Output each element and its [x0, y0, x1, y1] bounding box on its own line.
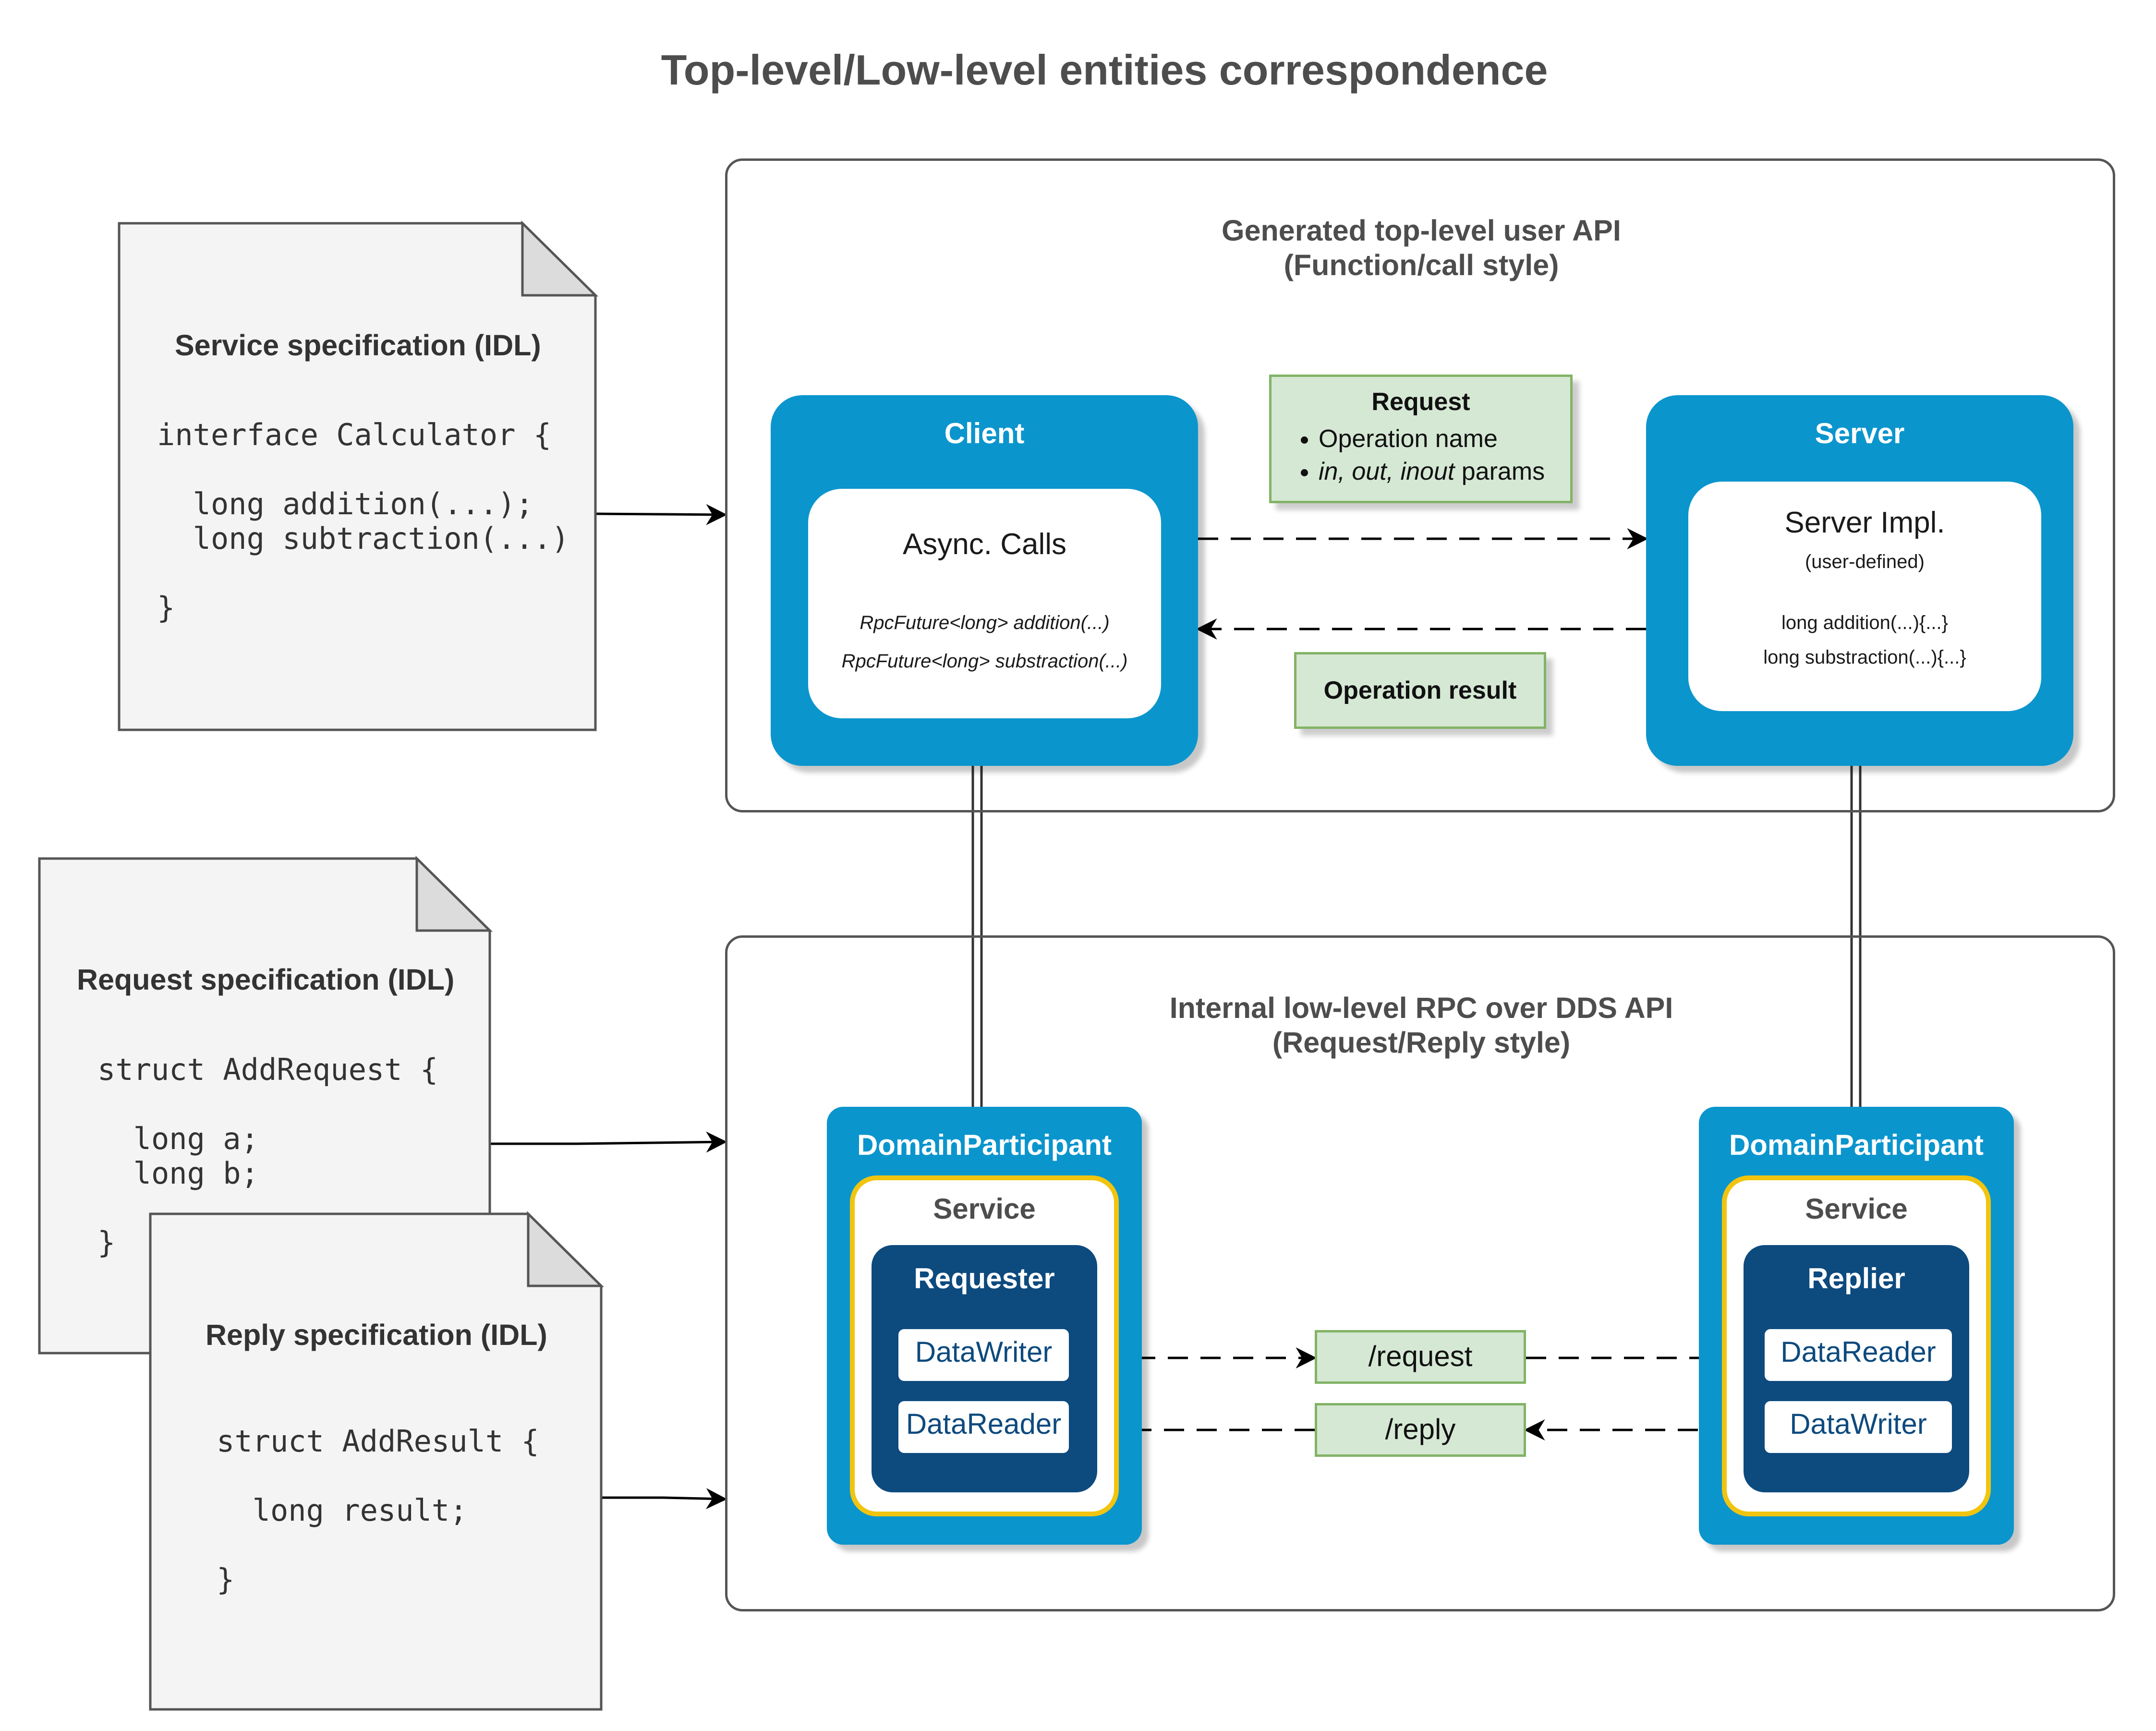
request-note-list: Operation name in, out, inout params: [1272, 423, 1570, 488]
left-participant-title: DomainParticipant: [857, 1129, 1112, 1161]
service-spec-arrow: [595, 504, 727, 525]
reply-spec-arrow: [601, 1488, 727, 1510]
server-title: Server: [1815, 417, 1905, 449]
server-impl-card: Server Impl. (user-defined) long additio…: [1688, 482, 2041, 711]
request-spec-title: Request specification (IDL): [77, 963, 455, 996]
left-service-title: Service: [933, 1193, 1036, 1225]
server-impl-title: Server Impl.: [1784, 506, 1945, 539]
low-level-api-title-line1: Internal low-level RPC over DDS API: [1169, 992, 1673, 1024]
request-note-title: Request: [1371, 388, 1470, 416]
request-note-bullet-params: in, out, inout params: [1319, 455, 1570, 488]
operation-result-title: Operation result: [1323, 677, 1517, 704]
left-service-box: Service Requester DataWriter DataReader: [850, 1175, 1119, 1516]
requester-title: Requester: [914, 1262, 1055, 1295]
reply-spec-code: struct AddResult { long result; }: [217, 1424, 539, 1597]
right-service-title: Service: [1805, 1193, 1908, 1225]
client-block: Client Async. Calls RpcFuture<long> addi…: [771, 395, 1198, 766]
async-calls-title: Async. Calls: [902, 528, 1067, 561]
params-direction-text: in, out, inout: [1319, 458, 1455, 485]
replier-datareader[interactable]: DataReader: [1765, 1329, 1952, 1381]
right-service-box: Service Replier DataReader DataWriter: [1722, 1175, 1991, 1516]
server-method-addition: long addition(...){...}: [1781, 612, 1948, 633]
requester-box: Requester DataWriter DataReader: [872, 1245, 1097, 1492]
request-spec-arrow: [490, 1131, 727, 1153]
async-calls-card: Async. Calls RpcFuture<long> addition(..…: [808, 489, 1161, 718]
replier-box: Replier DataReader DataWriter: [1744, 1245, 1969, 1492]
diagram-title: Top-level/Low-level entities corresponde…: [661, 46, 1548, 94]
params-text: params: [1454, 458, 1545, 485]
top-level-api-title-line2: (Function/call style): [1284, 249, 1559, 281]
top-level-api-group: [725, 158, 2115, 812]
low-level-api-title-line2: (Request/Reply style): [1272, 1026, 1571, 1059]
service-spec-code: interface Calculator { long addition(...…: [157, 417, 569, 625]
requester-datawriter[interactable]: DataWriter: [898, 1329, 1069, 1381]
server-block: Server Server Impl. (user-defined) long …: [1646, 395, 2073, 766]
async-call-addition: RpcFuture<long> addition(...): [860, 612, 1110, 633]
request-note: Request Operation name in, out, inout pa…: [1269, 375, 1573, 503]
service-spec-doc-shape: [118, 220, 599, 731]
request-topic: /request: [1315, 1330, 1526, 1384]
replier-title: Replier: [1807, 1262, 1905, 1295]
request-spec-code: struct AddRequest { long a; long b; }: [97, 1052, 438, 1260]
low-level-api-group: [725, 935, 2115, 1611]
service-spec-title: Service specification (IDL): [175, 329, 541, 362]
request-note-bullet-operation: Operation name: [1319, 423, 1570, 455]
reply-spec-doc-shape: [149, 1211, 605, 1711]
left-domain-participant: DomainParticipant Service Requester Data…: [827, 1107, 1142, 1545]
client-title: Client: [944, 417, 1025, 449]
server-impl-subtitle: (user-defined): [1805, 551, 1925, 572]
operation-result-note: Operation result: [1294, 652, 1546, 729]
reply-topic: /reply: [1315, 1403, 1526, 1457]
top-level-api-title-line1: Generated top-level user API: [1222, 214, 1621, 247]
requester-datareader[interactable]: DataReader: [898, 1401, 1069, 1453]
right-domain-participant: DomainParticipant Service Replier DataRe…: [1699, 1107, 2014, 1545]
server-method-substraction: long substraction(...){...}: [1763, 647, 1966, 668]
async-call-substraction: RpcFuture<long> substraction(...): [841, 651, 1128, 672]
replier-datawriter[interactable]: DataWriter: [1765, 1401, 1952, 1453]
reply-spec-title: Reply specification (IDL): [206, 1319, 547, 1351]
right-participant-title: DomainParticipant: [1729, 1129, 1984, 1161]
